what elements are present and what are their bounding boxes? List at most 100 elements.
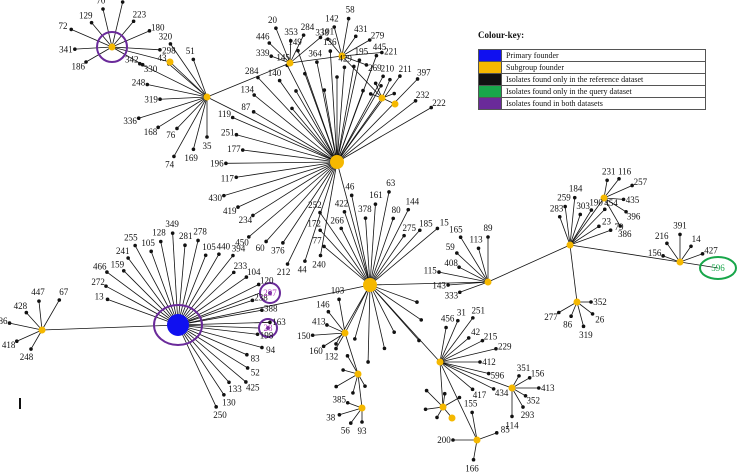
isolate-node (240, 148, 245, 152)
node-label: 231 (602, 166, 616, 176)
isolate-node (435, 415, 439, 420)
isolate-node (337, 412, 342, 417)
network-edge (150, 251, 179, 326)
node-label: 446 (256, 32, 270, 42)
network-edge (354, 284, 371, 340)
isolate-node (29, 347, 33, 351)
backbone-edge (487, 244, 571, 283)
network-edge (439, 361, 489, 374)
network-edge (105, 285, 179, 326)
isolate-node (374, 53, 379, 58)
subgroup-founder-node (341, 329, 349, 337)
network-edge (173, 96, 208, 157)
isolate-node (360, 420, 364, 424)
node-label: 412 (482, 357, 496, 367)
isolate-node (326, 309, 331, 314)
isolate-node (494, 346, 498, 351)
network-edge (177, 284, 259, 326)
isolate-node (368, 92, 373, 96)
node-label: 76 (166, 130, 176, 140)
isolate-node (451, 438, 455, 442)
isolate-node (510, 414, 514, 419)
isolate-node (140, 62, 145, 67)
query-only-swatch (479, 86, 502, 97)
network-edges (9, 1, 719, 460)
isolate-node (444, 325, 448, 330)
network-edge (134, 245, 179, 326)
isolate-node (230, 115, 235, 120)
node-label: 77 (313, 236, 323, 246)
isolate-node (346, 16, 351, 21)
subgroup-founder-node (354, 370, 362, 378)
node-label: 429 (338, 53, 352, 63)
isolate-node (245, 352, 249, 357)
isolate-node (294, 89, 298, 93)
query-only-ring (699, 256, 737, 280)
node-label: 298 (162, 45, 176, 55)
network-edge (177, 324, 248, 369)
node-label: 259 (557, 193, 571, 203)
network-edge (237, 161, 338, 208)
isolate-node (581, 324, 586, 329)
network-edge (257, 77, 338, 163)
network-edge (111, 46, 160, 51)
network-edge (369, 284, 395, 333)
key-row-primary-founder: Primary founder (479, 50, 705, 62)
network-edge (177, 255, 234, 326)
subgroup-founder-node (566, 241, 574, 249)
node-label: 234 (239, 215, 253, 225)
isolate-node (105, 297, 110, 302)
node-label: 105 (141, 238, 155, 248)
network-edge (248, 161, 338, 238)
node-label: 330 (144, 64, 158, 74)
node-label: 156 (648, 248, 662, 258)
isolate-node (456, 318, 460, 323)
network-edge (369, 218, 394, 286)
network-edge (295, 90, 338, 163)
node-label: 168 (144, 127, 158, 137)
isolate-node (348, 421, 353, 425)
isolate-node (351, 391, 355, 395)
node-label: 364 (308, 48, 322, 58)
network-edge (160, 96, 208, 100)
isolate-node (105, 270, 109, 274)
network-edge (289, 37, 321, 64)
node-label: 338 (315, 27, 329, 37)
isolate-node (326, 37, 330, 41)
network-edge (41, 299, 60, 331)
isolate-node (353, 34, 358, 39)
network-edge (253, 94, 338, 163)
node-label: 376 (271, 245, 285, 255)
network-edge (369, 284, 418, 303)
node-label: 163 (272, 317, 286, 327)
node-label: 445 (373, 42, 387, 52)
network-edge (439, 348, 497, 363)
network-edge (459, 281, 489, 293)
node-label: 303 (576, 201, 590, 211)
node-label: 60 (256, 243, 266, 253)
node-label: 79 (615, 222, 625, 232)
isolate-node (521, 405, 525, 409)
subgroup-founder-node (358, 404, 366, 412)
isolate-node (349, 193, 354, 198)
node-label: 74 (165, 159, 175, 169)
isolate-node (37, 299, 41, 303)
network-edge (177, 272, 235, 326)
node-label: 419 (223, 206, 237, 216)
node-label: 67 (59, 287, 69, 297)
node-label: 431 (354, 24, 368, 34)
network-edge (253, 111, 338, 163)
node-label: 116 (618, 167, 632, 177)
node-label: 140 (268, 68, 282, 78)
isolate-node (437, 270, 441, 274)
isolate-node (158, 239, 163, 244)
isolate-node (104, 284, 108, 288)
isolate-node (357, 58, 362, 63)
key-label: Subgroup founder (506, 63, 564, 72)
node-label: 200 (437, 435, 451, 445)
isolate-node (419, 318, 424, 322)
both-datasets-node (266, 326, 270, 330)
network-edge (341, 36, 357, 57)
network-edge (287, 161, 338, 265)
